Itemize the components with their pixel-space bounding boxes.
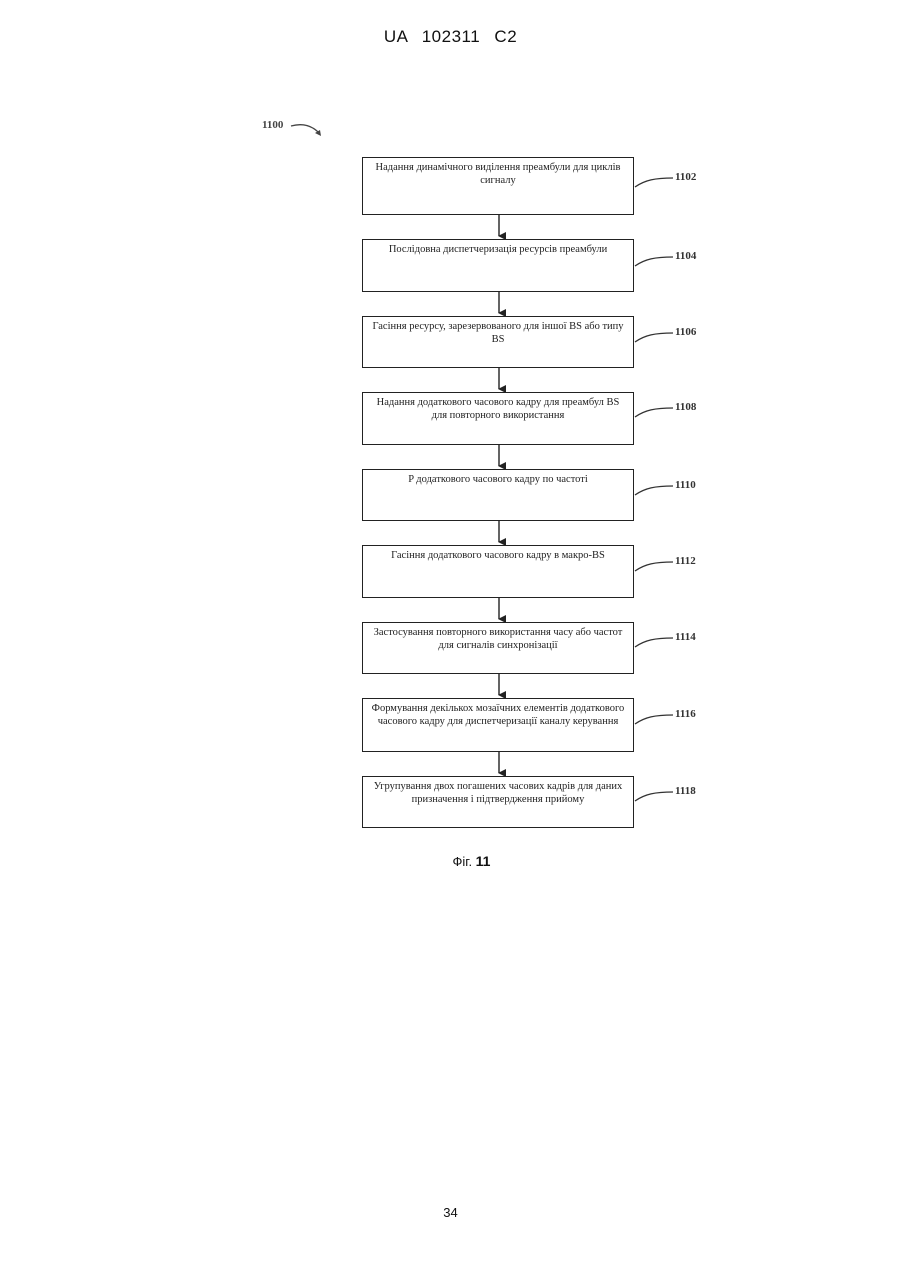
step-ref-1102: 1102 <box>675 171 696 183</box>
step-box-1118: Угрупування двох погашених часових кадрі… <box>362 776 634 828</box>
step-text-1104: Послідовна диспетчеризація ресурсів преа… <box>389 244 607 255</box>
step-text-1102: Надання динамічного виділення преамбули … <box>376 162 621 186</box>
step-ref-1108: 1108 <box>675 401 696 413</box>
step-text-1108: Надання додаткового часового кадру для п… <box>377 397 620 421</box>
step-text-1112: Гасіння додаткового часового кадру в мак… <box>391 550 605 561</box>
step-text-1110: P додаткового часового кадру по частоті <box>408 474 588 485</box>
step-box-1116: Формування декількох мозаїчних елементів… <box>362 698 634 752</box>
flow-connectors <box>0 0 901 900</box>
step-text-1118: Угрупування двох погашених часових кадрі… <box>374 781 623 805</box>
step-box-1110: P додаткового часового кадру по частоті <box>362 469 634 521</box>
step-ref-1116: 1116 <box>675 708 696 720</box>
step-box-1102: Надання динамічного виділення преамбули … <box>362 157 634 215</box>
step-text-1106: Гасіння ресурсу, зарезервованого для інш… <box>372 321 623 345</box>
step-box-1104: Послідовна диспетчеризація ресурсів преа… <box>362 239 634 292</box>
figure-caption-number: 11 <box>476 853 491 869</box>
step-ref-1112: 1112 <box>675 555 696 567</box>
step-box-1112: Гасіння додаткового часового кадру в мак… <box>362 545 634 598</box>
step-text-1114: Застосування повторного використання час… <box>374 627 623 651</box>
step-box-1108: Надання додаткового часового кадру для п… <box>362 392 634 445</box>
page-number: 34 <box>0 1205 901 1220</box>
step-ref-1104: 1104 <box>675 250 696 262</box>
figure-caption: Фіг. 11 <box>0 853 901 869</box>
step-ref-1110: 1110 <box>675 479 696 491</box>
figure-caption-prefix: Фіг. <box>453 854 476 869</box>
step-text-1116: Формування декількох мозаїчних елементів… <box>372 703 625 727</box>
step-box-1114: Застосування повторного використання час… <box>362 622 634 674</box>
step-ref-1106: 1106 <box>675 326 696 338</box>
step-ref-1114: 1114 <box>675 631 696 643</box>
step-box-1106: Гасіння ресурсу, зарезервованого для інш… <box>362 316 634 368</box>
step-ref-1118: 1118 <box>675 785 696 797</box>
